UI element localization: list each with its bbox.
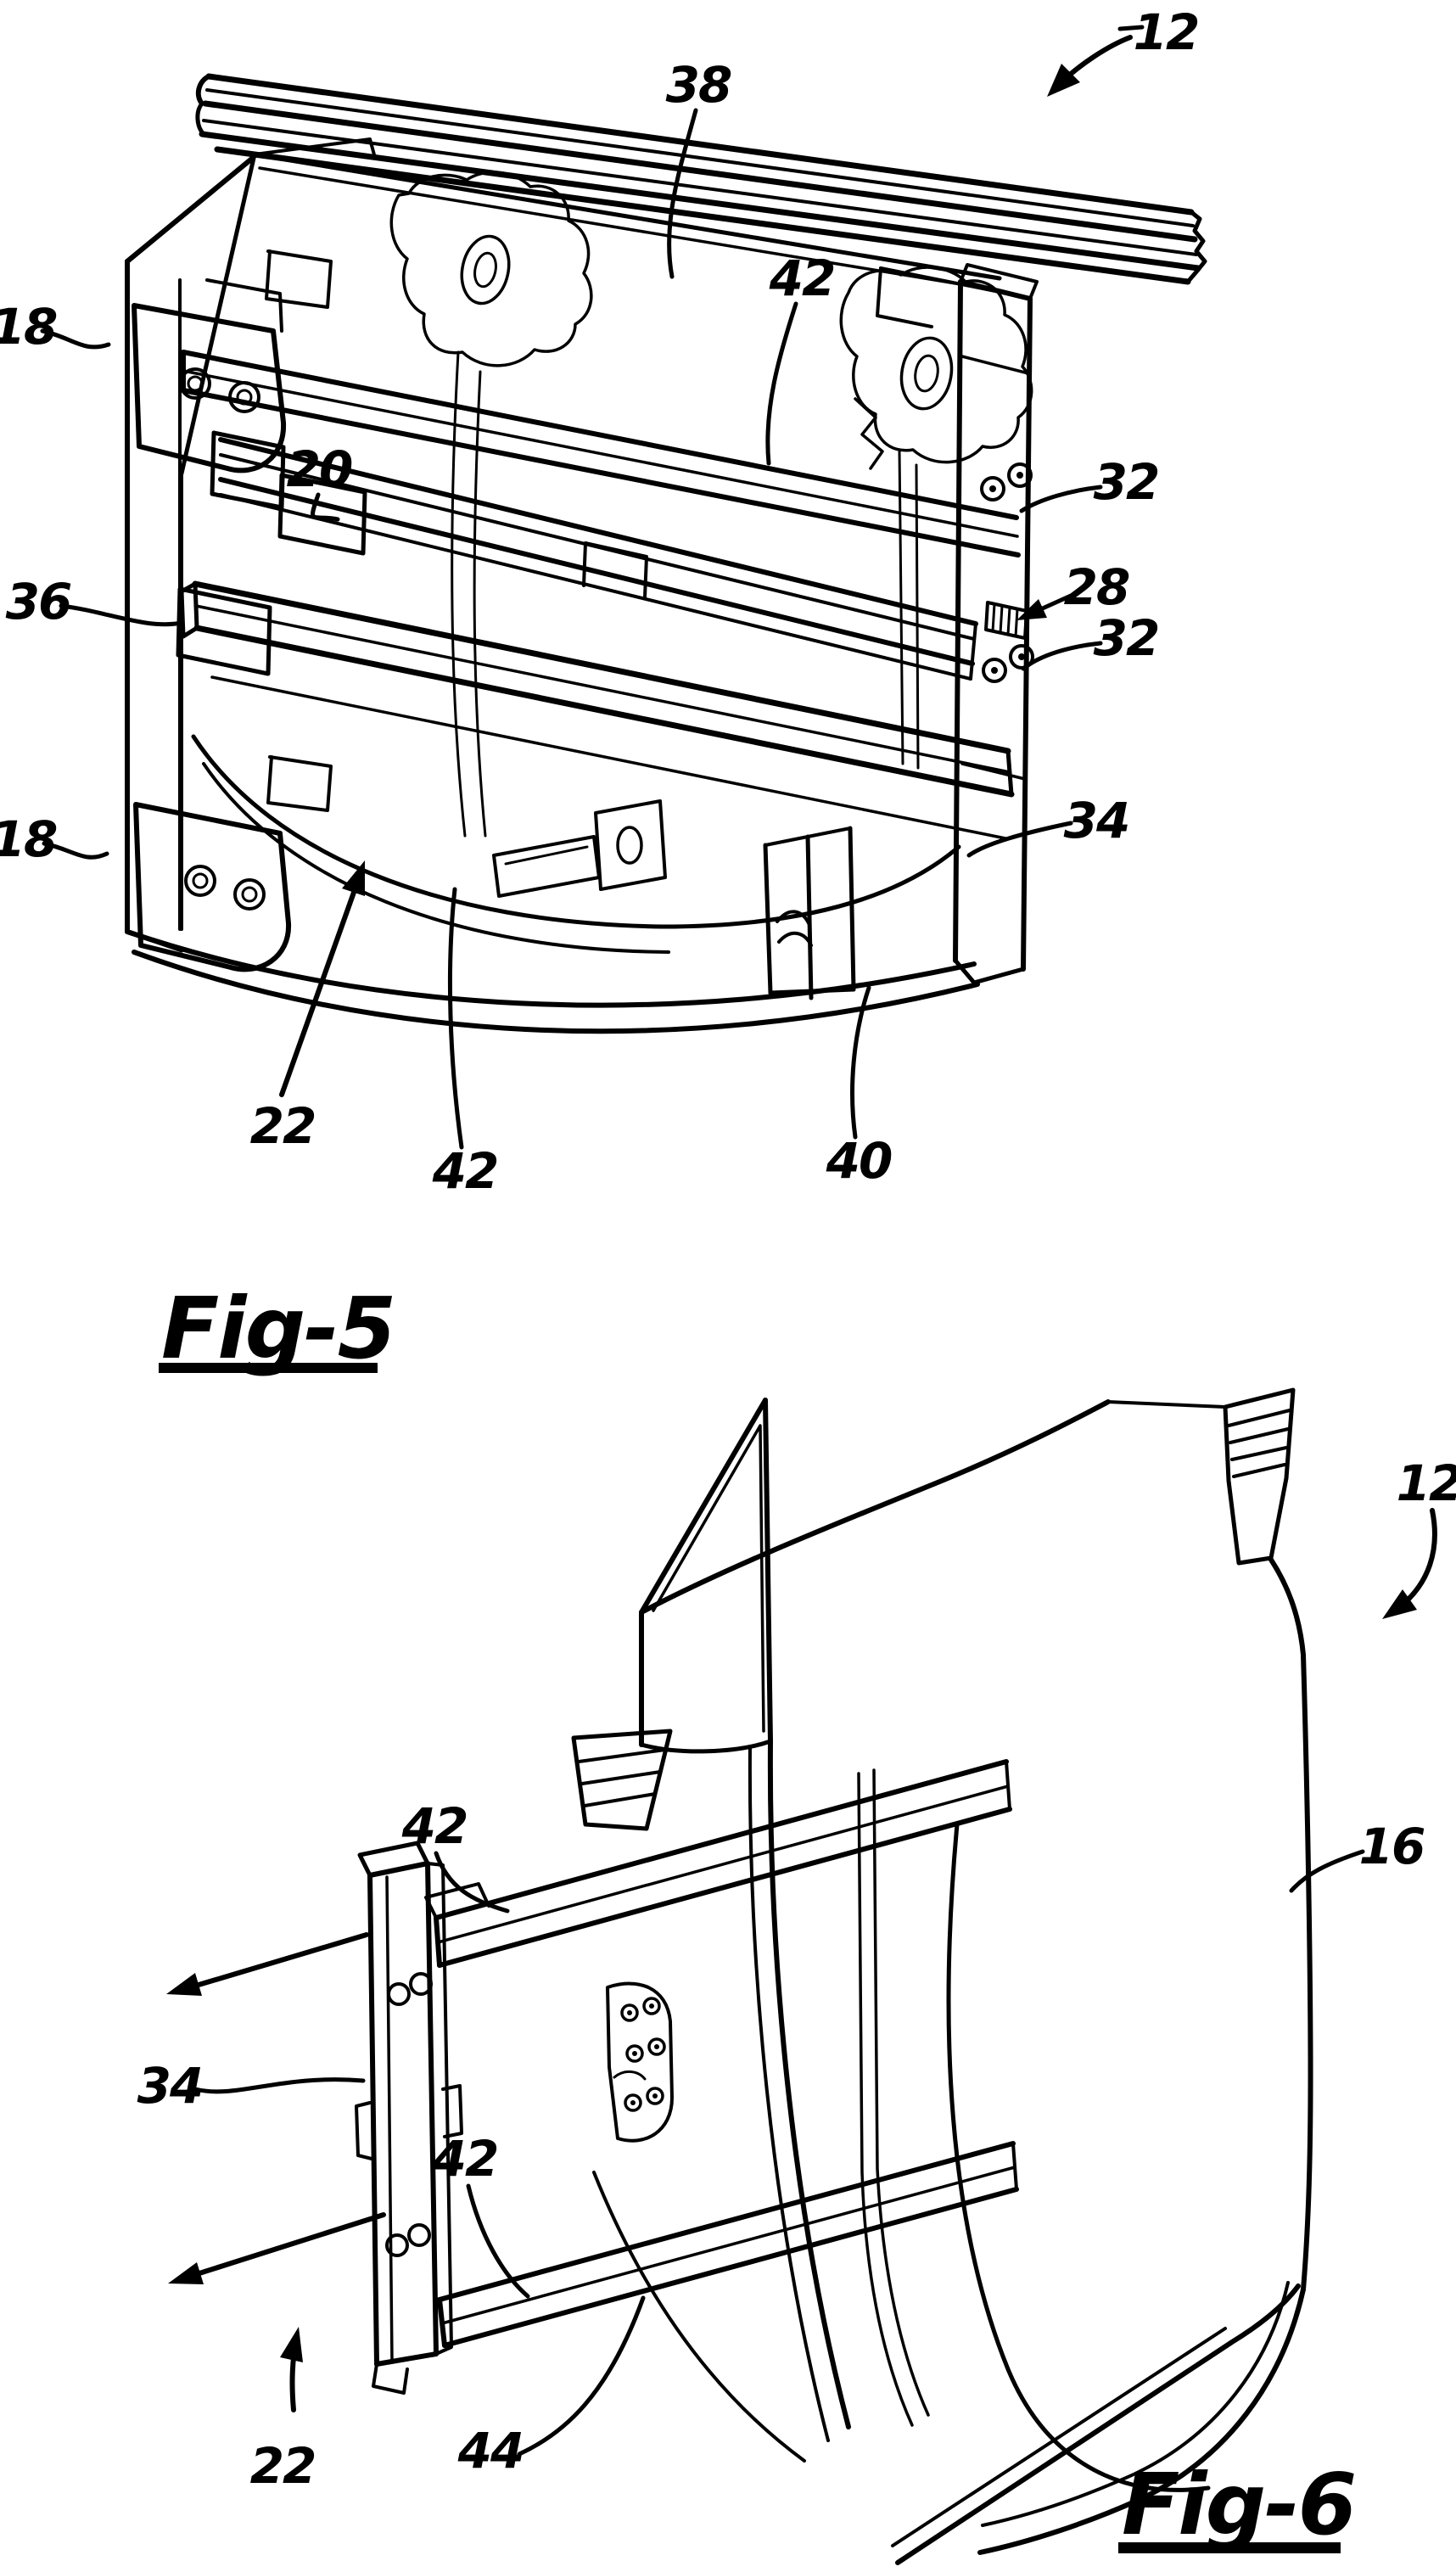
fig6-caption-underline (1118, 2542, 1341, 2553)
figure-5: 12 38 42 18 20 32 36 28 32 18 34 22 42 4… (0, 3, 1205, 1378)
fig6-hinge-stripes (574, 1731, 670, 1829)
fig5-clip-28 (986, 602, 1027, 638)
fig5-ref-40: 40 (826, 1132, 892, 1190)
fig6-arrow-22 (280, 2327, 303, 2410)
fig5-top-molding (198, 76, 1205, 327)
fig5-ref-36: 36 (6, 573, 71, 630)
fig6-leaders (195, 1510, 1435, 2454)
fig5-ref-34: 34 (1064, 792, 1129, 849)
fig6-door-panel (641, 1390, 1311, 2563)
fig5-lift-bracket-right (841, 267, 1031, 768)
fig6-caption: Fig-6 (1118, 2455, 1355, 2554)
fig5-ref-32-bottom: 32 (1094, 609, 1159, 667)
fig6-arrow-lower-left (168, 2215, 384, 2284)
fig6-ref-44: 44 (457, 2422, 524, 2480)
fig5-ref-20: 20 (287, 440, 352, 498)
fig6-ref-12: 12 (1397, 1454, 1456, 1512)
fig6-carrier-bracket (356, 1843, 462, 2393)
fig5-ref-38: 38 (666, 56, 731, 114)
fig6-ref-16: 16 (1359, 1818, 1425, 1875)
fig6-labels: 12 42 16 34 42 22 44 (137, 1454, 1456, 2495)
fig6-arrow-upper-left (166, 1935, 367, 1996)
figure-6: 12 42 16 34 42 22 44 Fig-6 (137, 1390, 1456, 2563)
fig5-caption-underline (159, 1363, 378, 1373)
fig6-ref-42-bottom: 42 (432, 2130, 498, 2188)
fig5-latch-bracket (765, 828, 854, 998)
fig6-ref-22: 22 (250, 2437, 316, 2495)
fig6-caption-text: Fig-6 (1122, 2455, 1355, 2554)
fig6-ref-42-top: 42 (401, 1797, 468, 1855)
fig5-ref-28: 28 (1064, 558, 1129, 616)
fig5-lower-door (127, 737, 977, 1031)
fig5-caption: Fig-5 (159, 1279, 395, 1378)
fig5-hinge-pillar (127, 158, 331, 969)
fig6-lower-rail (440, 2143, 1016, 2345)
fig5-ref-18-top: 18 (0, 298, 57, 356)
fig6-upper-rail (426, 1762, 1010, 1965)
fig5-ref-32-top: 32 (1094, 453, 1159, 511)
fig6-ref-34: 34 (137, 2057, 203, 2115)
fig5-ref-42-bottom: 42 (432, 1142, 498, 1200)
fig5-ref-12: 12 (1134, 3, 1199, 61)
fig6-regulator-plate (608, 1984, 672, 2141)
fig5-ref-18-bottom: 18 (0, 810, 57, 868)
fig5-ref-22: 22 (250, 1097, 316, 1155)
fig5-ref-42-top: 42 (769, 249, 835, 307)
fig6-inner-structure (574, 1400, 1208, 2490)
fig5-impact-beam (178, 584, 1011, 838)
